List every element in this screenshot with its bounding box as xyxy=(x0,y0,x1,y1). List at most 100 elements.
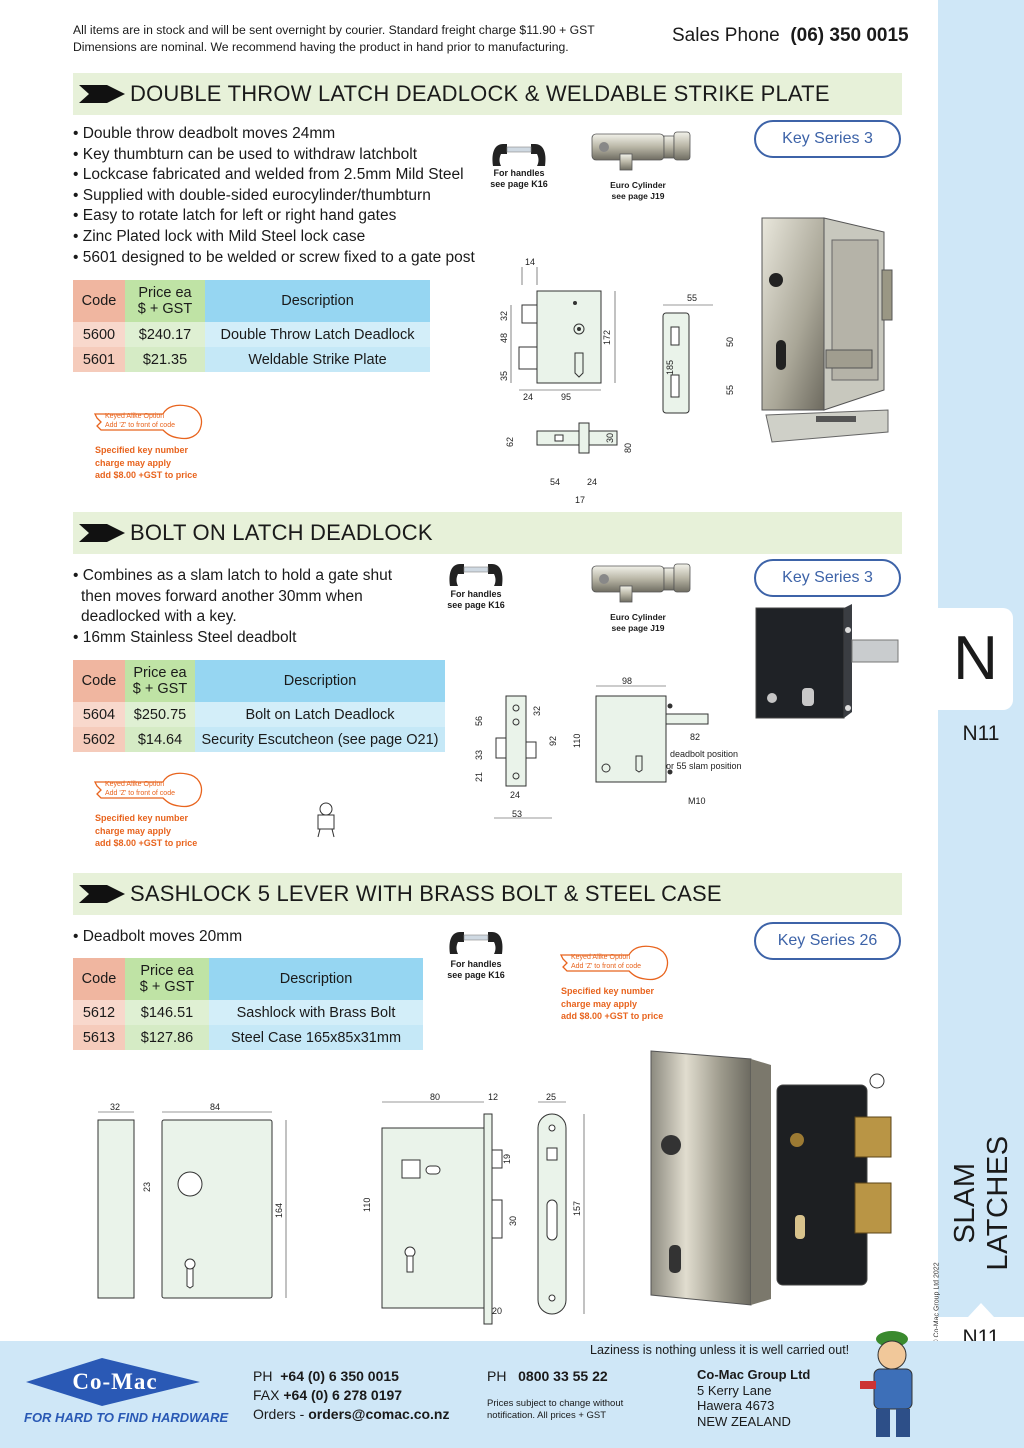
tagline: FOR HARD TO FIND HARDWARE xyxy=(24,1410,229,1425)
bullet: • Key thumbturn can be used to withdraw … xyxy=(73,145,418,163)
svg-text:48: 48 xyxy=(499,333,509,343)
svg-text:30: 30 xyxy=(605,433,615,443)
product-description: Bolt on Latch Deadlock xyxy=(195,702,445,727)
col-description: Description xyxy=(195,660,445,702)
svg-text:55: 55 xyxy=(725,385,735,395)
product-description: Double Throw Latch Deadlock xyxy=(205,322,430,347)
svg-text:56: 56 xyxy=(474,716,484,726)
handle-icon xyxy=(449,564,503,586)
arrow-icon xyxy=(79,85,125,103)
svg-text:62: 62 xyxy=(505,437,515,447)
key-series-badge[interactable]: Key Series 3 xyxy=(754,120,901,158)
key-series-badge[interactable]: Key Series 3 xyxy=(754,559,901,597)
freephone-number[interactable]: 0800 33 55 22 xyxy=(518,1368,608,1384)
bullet: then moves forward another 30mm when xyxy=(81,587,363,605)
svg-text:20: 20 xyxy=(492,1306,502,1316)
svg-text:M10: M10 xyxy=(688,796,706,806)
svg-text:Co-Mac: Co-Mac xyxy=(72,1369,157,1394)
svg-text:17: 17 xyxy=(575,495,585,505)
stock-note: All items are in stock and will be sent … xyxy=(73,22,595,56)
svg-text:35: 35 xyxy=(499,371,509,381)
svg-text:157: 157 xyxy=(572,1201,582,1216)
svg-text:80: 80 xyxy=(430,1092,440,1102)
note-line-1: All items are in stock and will be sent … xyxy=(73,23,595,37)
key-outline-icon xyxy=(93,404,203,440)
svg-text:50: 50 xyxy=(725,337,735,347)
section-header-1: DOUBLE THROW LATCH DEADLOCK & WELDABLE S… xyxy=(73,73,902,115)
bullet: • Zinc Plated lock with Mild Steel lock … xyxy=(73,227,366,245)
product-code: 5601 xyxy=(73,347,125,372)
svg-text:55: 55 xyxy=(687,293,697,303)
product-price: $250.75 xyxy=(125,702,195,727)
col-code: Code xyxy=(73,280,125,322)
col-price: Price ea$ + GST xyxy=(125,280,205,322)
svg-text:or 55 slam position: or 55 slam position xyxy=(666,761,742,771)
svg-text:53: 53 xyxy=(512,809,522,819)
svg-text:deadbolt position: deadbolt position xyxy=(670,749,738,759)
arrow-icon xyxy=(79,885,125,903)
freephone: PH 0800 33 55 22 xyxy=(487,1368,608,1384)
feature-list-2: • Combines as a slam latch to hold a gat… xyxy=(73,566,392,648)
product-price: $14.64 xyxy=(125,727,195,752)
phone-number[interactable]: +64 (0) 6 350 0015 xyxy=(280,1368,399,1384)
product-code: 5600 xyxy=(73,322,125,347)
bullet: • Combines as a slam latch to hold a gat… xyxy=(73,567,393,584)
svg-text:21: 21 xyxy=(474,772,484,782)
key-series-badge[interactable]: Key Series 26 xyxy=(754,922,901,960)
section-header-3: SASHLOCK 5 LEVER WITH BRASS BOLT & STEEL… xyxy=(73,873,902,915)
lock-photo-5612 xyxy=(650,1050,892,1306)
svg-text:172: 172 xyxy=(602,330,612,345)
sales-number[interactable]: (06) 350 0015 xyxy=(790,25,909,46)
product-code: 5602 xyxy=(73,727,125,752)
bullet: • Deadbolt moves 20mm xyxy=(73,928,243,945)
bullet: • Double throw deadbolt moves 24mm xyxy=(73,125,336,142)
bullet: • 16mm Stainless Steel deadbolt xyxy=(73,628,297,646)
company-address: Co-Mac Group Ltd 5 Kerry Lane Hawera 467… xyxy=(697,1367,811,1429)
bullet: • Supplied with double-sided eurocylinde… xyxy=(73,186,431,204)
mascot-small-icon xyxy=(317,802,335,838)
product-code: 5612 xyxy=(73,1000,125,1025)
footer xyxy=(0,1341,1024,1448)
comac-logo[interactable]: Co-Mac xyxy=(22,1352,208,1412)
key-outline-icon xyxy=(93,772,203,808)
svg-text:110: 110 xyxy=(362,1198,372,1212)
col-price: Price ea$ + GST xyxy=(125,660,195,702)
svg-text:24: 24 xyxy=(523,392,533,402)
svg-text:164: 164 xyxy=(274,1203,284,1218)
section-title: BOLT ON LATCH DEADLOCK xyxy=(130,520,433,545)
col-price: Price ea$ + GST xyxy=(125,958,209,1000)
svg-text:23: 23 xyxy=(142,1182,152,1192)
svg-text:185: 185 xyxy=(665,360,675,375)
sales-label: Sales Phone xyxy=(672,25,780,46)
svg-text:33: 33 xyxy=(474,750,484,760)
col-code: Code xyxy=(73,660,125,702)
section-letter-tab[interactable]: N xyxy=(938,608,1013,710)
svg-text:30: 30 xyxy=(508,1216,518,1226)
euro-cylinder-icon xyxy=(591,563,691,603)
bullet: deadlocked with a key. xyxy=(81,608,237,626)
product-description: Weldable Strike Plate xyxy=(205,347,430,372)
section-title: DOUBLE THROW LATCH DEADLOCK & WELDABLE S… xyxy=(130,81,830,106)
arrow-icon xyxy=(79,524,125,542)
svg-text:80: 80 xyxy=(623,443,633,453)
svg-text:24: 24 xyxy=(510,790,520,800)
product-price: $146.51 xyxy=(125,1000,209,1025)
bullet: • Lockcase fabricated and welded from 2.… xyxy=(73,166,464,184)
svg-text:25: 25 xyxy=(546,1092,556,1102)
feature-list-3: • Deadbolt moves 20mm xyxy=(73,927,242,948)
note-line-2: Dimensions are nominal. We recommend hav… xyxy=(73,40,569,54)
technical-drawing-5612: 32 84 23 164 80 12 19 110 30 20 25 157 xyxy=(97,1092,585,1325)
section-name: SLAM LATCHES xyxy=(949,1135,1014,1271)
technical-drawing-5600: 14 172 32 48 35 24 95 55 185 50 55 62 30… xyxy=(499,257,735,505)
svg-text:19: 19 xyxy=(502,1154,512,1164)
orders-email-link[interactable]: orders@comac.co.nz xyxy=(308,1406,450,1422)
lock-photo-5600 xyxy=(761,217,893,443)
bullet: • Easy to rotate latch for left or right… xyxy=(73,207,397,225)
